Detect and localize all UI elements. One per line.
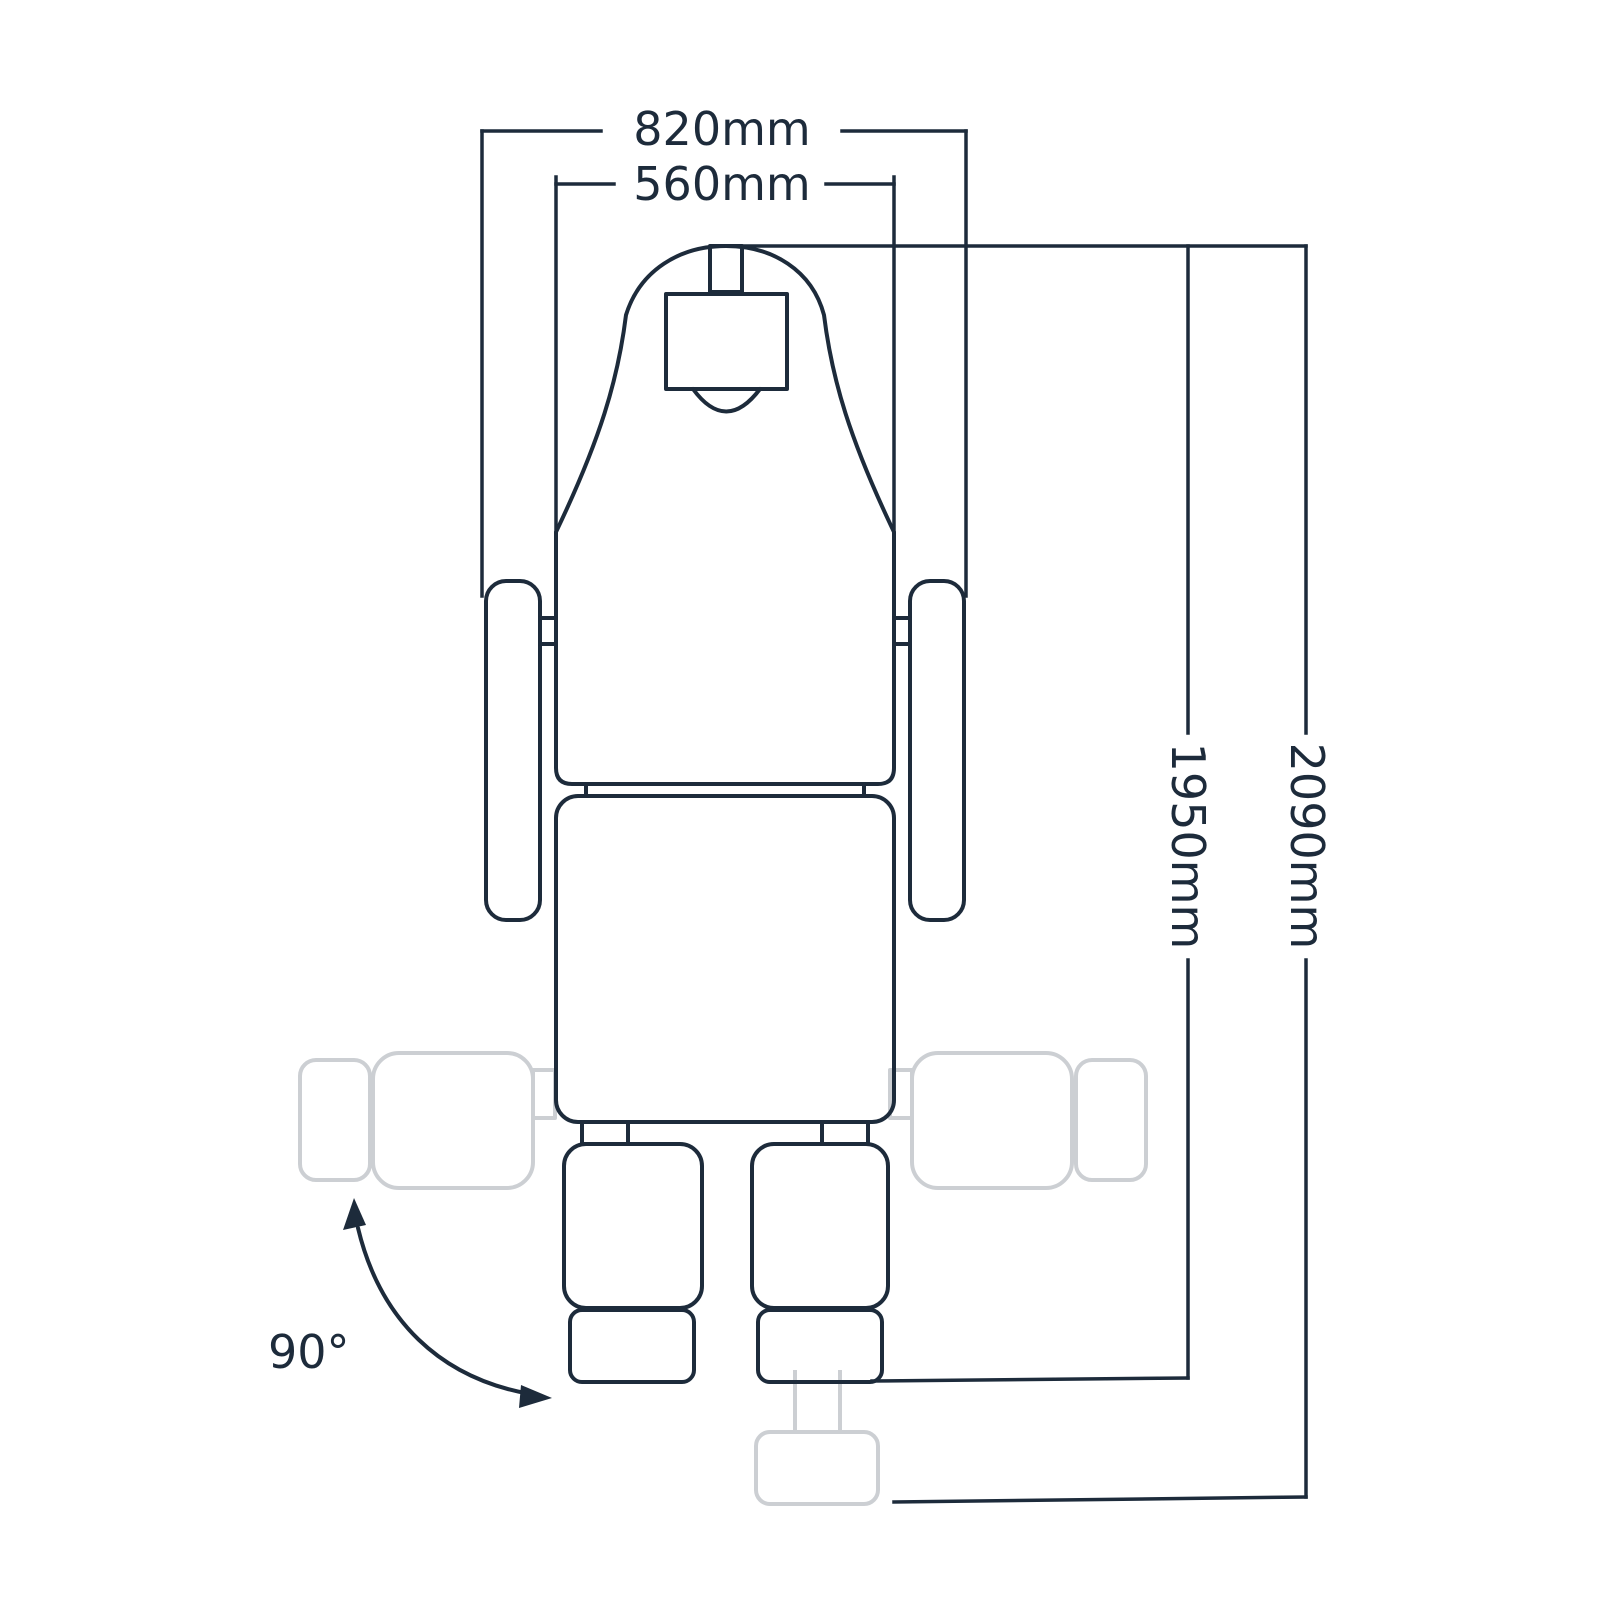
ghost-extended-foot-pad	[754, 1430, 880, 1506]
headrest-neck	[708, 244, 744, 294]
length-seated-label: 1950mm	[1161, 743, 1215, 950]
overall-width-dimension: 820mm	[480, 102, 968, 598]
length-seated-bottom-reference	[870, 1376, 1190, 1383]
length-dimensions: 1950mm 2090mm	[724, 244, 1334, 1504]
left-foot-pad	[568, 1308, 696, 1384]
length-extended-bottom-reference	[892, 1495, 1308, 1504]
ghost-right-leg-pad	[910, 1051, 1074, 1190]
seat-cushion	[554, 794, 896, 1124]
ghost-right-foot-pad	[1074, 1058, 1148, 1182]
chair-outline	[484, 244, 966, 1384]
headrest-face-cutout	[691, 387, 762, 414]
overall-width-label: 820mm	[633, 102, 810, 156]
rotation-indicator: 90°	[268, 1198, 552, 1408]
ghost-left-leg-pad	[371, 1051, 535, 1190]
rotation-arrowhead-up-icon	[343, 1198, 366, 1230]
right-armrest	[908, 579, 966, 922]
left-armrest-bracket	[538, 616, 558, 646]
seat-width-label: 560mm	[633, 157, 810, 211]
right-leg-connector	[820, 1120, 870, 1146]
extended-foot-ghost	[754, 1370, 880, 1506]
ghost-left-foot-pad	[298, 1058, 372, 1182]
right-leg-pad	[750, 1142, 890, 1310]
rotation-angle-label: 90°	[268, 1325, 350, 1379]
rotated-leg-section-ghost	[298, 1051, 1148, 1190]
left-armrest	[484, 579, 542, 922]
right-armrest-bracket	[892, 616, 912, 646]
right-foot-pad	[756, 1308, 884, 1384]
headrest	[664, 292, 789, 391]
ghost-left-connector	[531, 1068, 557, 1120]
left-leg-connector	[580, 1120, 630, 1146]
length-extended-label: 2090mm	[1280, 743, 1334, 950]
left-leg-pad	[562, 1142, 704, 1310]
seat-width-dimension: 560mm	[554, 157, 896, 534]
rotation-arrowhead-right-icon	[519, 1385, 552, 1408]
backrest	[554, 244, 896, 786]
rotation-arc	[356, 1226, 532, 1396]
